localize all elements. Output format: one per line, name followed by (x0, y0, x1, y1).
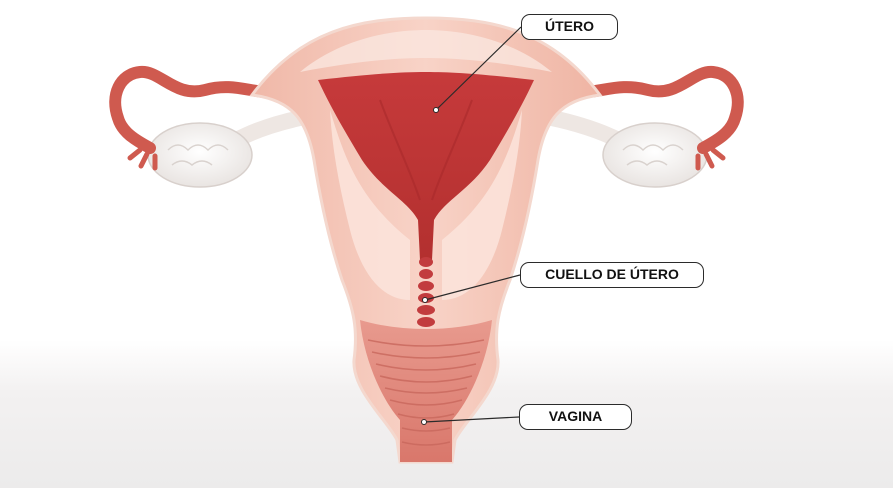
left-ovary (148, 123, 252, 187)
right-ovary (603, 123, 707, 187)
label-cuello-de-utero: CUELLO DE ÚTERO (520, 262, 704, 288)
utero-pointer-dot (434, 108, 439, 113)
label-utero: ÚTERO (521, 14, 618, 40)
cuello-pointer-dot (423, 298, 428, 303)
label-vagina: VAGINA (519, 404, 632, 430)
vagina-pointer-dot (422, 420, 427, 425)
